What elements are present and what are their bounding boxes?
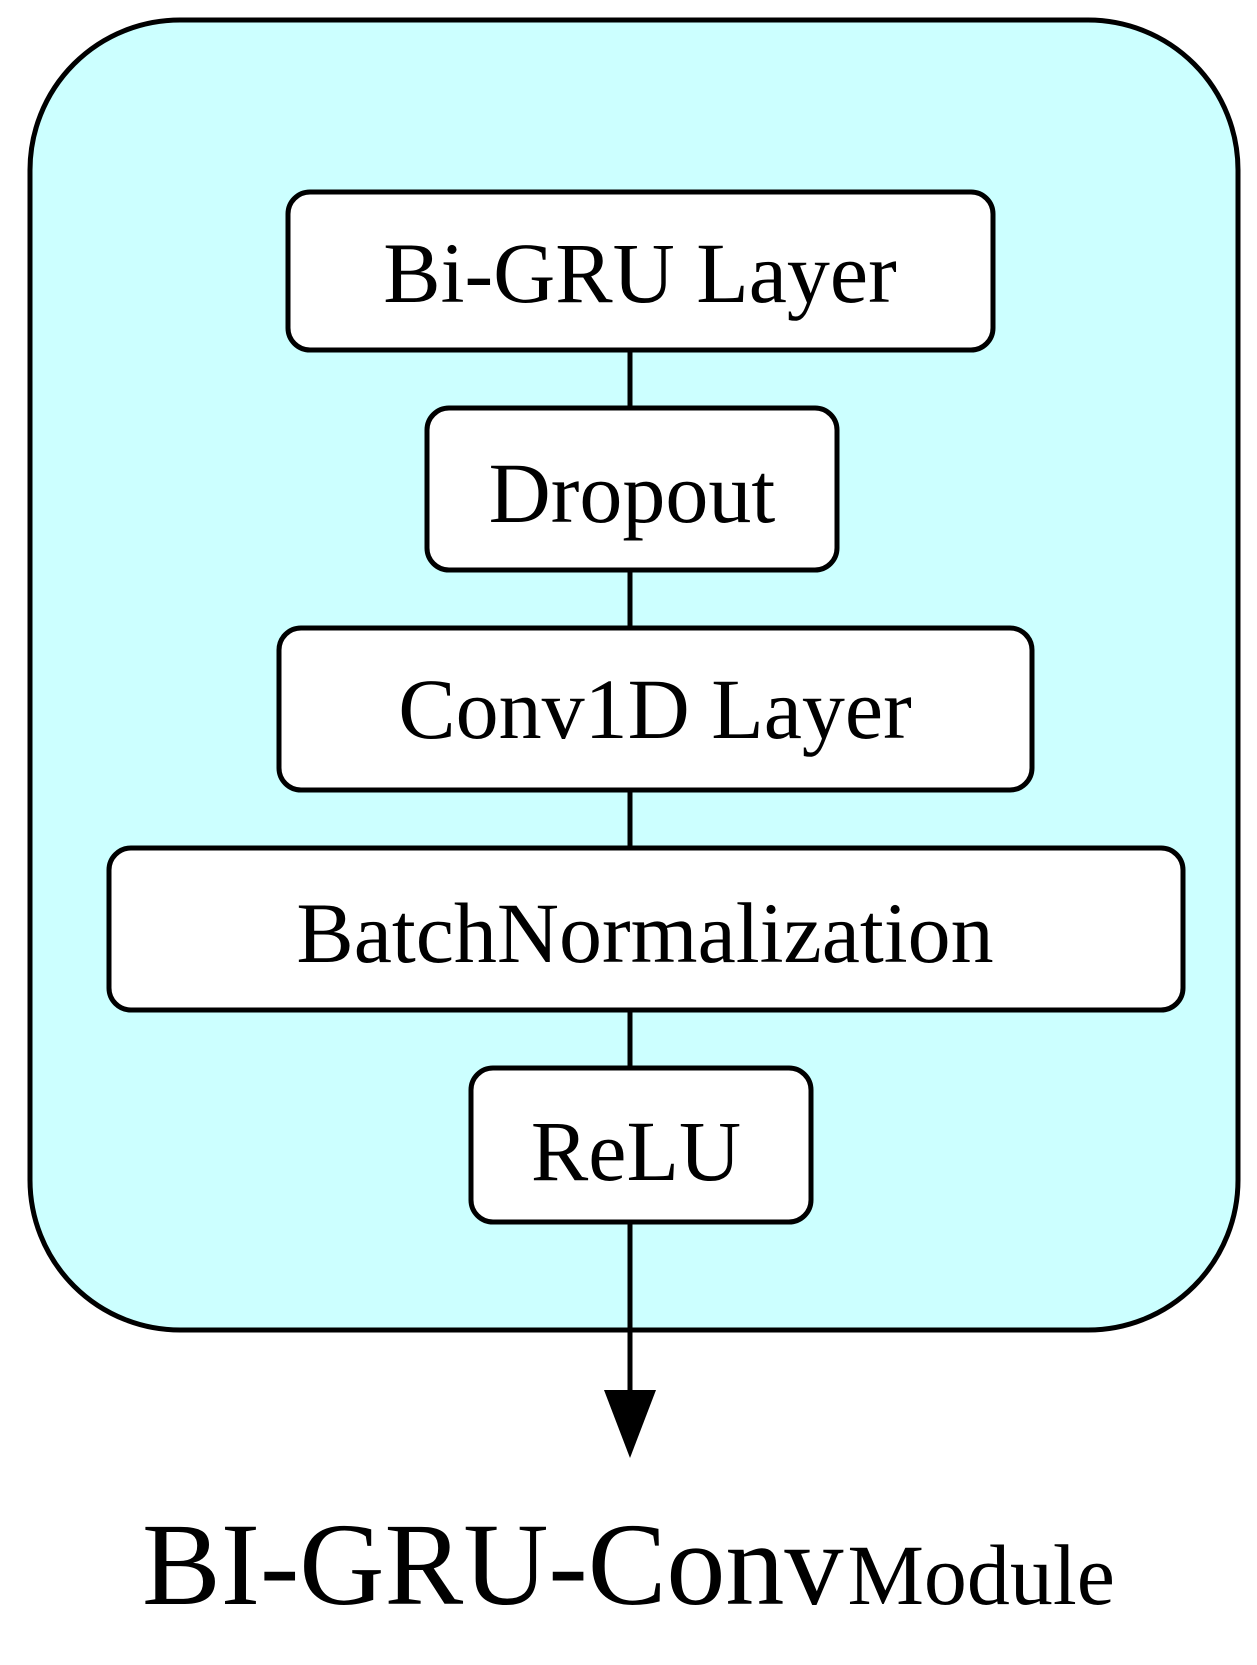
layer-label-dropout: Dropout — [489, 445, 776, 541]
module-title: BI-GRU-Conv Module — [0, 1500, 1257, 1630]
layer-box-relu: ReLU — [468, 1065, 814, 1225]
layer-box-dropout: Dropout — [424, 405, 840, 573]
layer-label-conv1d: Conv1D Layer — [398, 661, 911, 757]
connectors — [604, 350, 656, 1458]
module-title-main: BI-GRU-Conv — [142, 1499, 844, 1630]
layer-label-batchnorm: BatchNormalization — [296, 885, 993, 981]
layer-label-bigru: Bi-GRU Layer — [383, 225, 896, 321]
layer-box-conv1d: Conv1D Layer — [276, 625, 1035, 793]
module-title-sub: Module — [847, 1527, 1115, 1623]
layer-box-batchnorm: BatchNormalization — [106, 845, 1186, 1013]
layer-label-relu: ReLU — [531, 1103, 741, 1199]
output-arrow-head — [604, 1390, 656, 1458]
layer-box-bigru: Bi-GRU Layer — [285, 189, 996, 353]
